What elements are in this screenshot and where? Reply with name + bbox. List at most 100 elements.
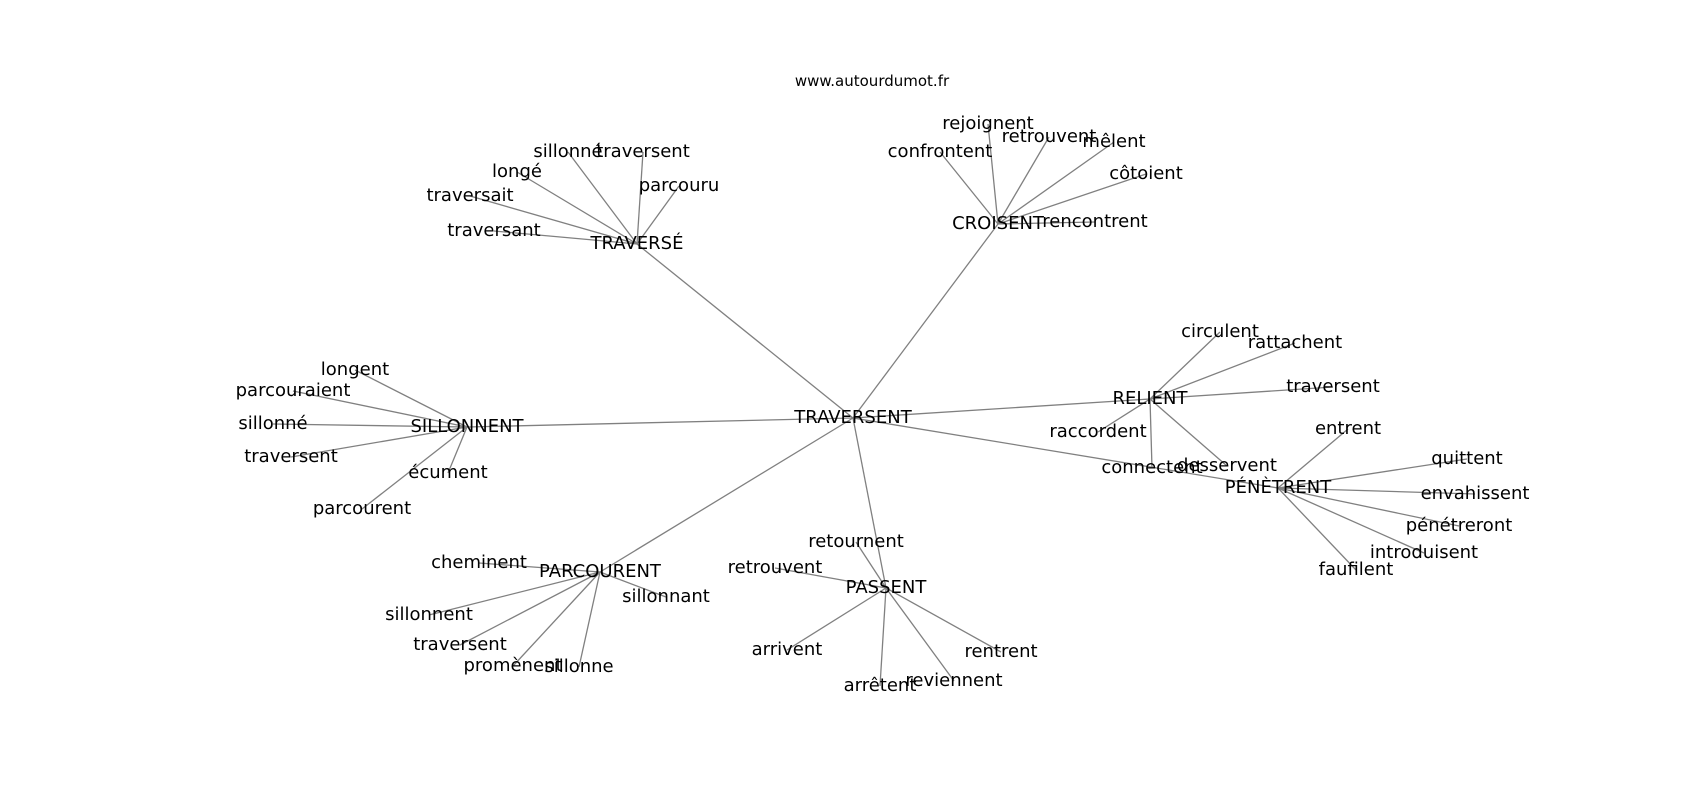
edge-penetrent-quittent	[1277, 458, 1468, 489]
node-leaf-rejoignent[interactable]: rejoignent	[942, 113, 1033, 134]
node-leaf-traversent[interactable]: traversent	[244, 446, 338, 467]
edge-croisent-retrouvent	[997, 136, 1050, 225]
edge-sillonnent-sillonne	[272, 423, 468, 428]
edge-passent-arretent	[879, 587, 887, 687]
edge-penetrent-penetreront	[1277, 487, 1460, 527]
node-center-traversent[interactable]: TRAVERSENT	[793, 407, 912, 428]
edge-parcourent-traversent	[459, 571, 601, 646]
node-leaf-rentrent[interactable]: rentrent	[964, 641, 1037, 662]
edge-center-croisent	[852, 223, 999, 419]
edge-parcourent-sillonnant	[599, 571, 667, 598]
node-leaf-parcouru[interactable]: parcouru	[639, 175, 720, 196]
node-leaf-ecument[interactable]: écument	[408, 462, 487, 483]
edge-parcourent-sillonnent	[428, 571, 601, 616]
node-leaf-confrontent[interactable]: confrontent	[888, 141, 993, 162]
node-leaf-longe[interactable]: longé	[492, 161, 542, 182]
site-watermark: www.autourdumot.fr	[794, 72, 950, 90]
node-hub-penetrent[interactable]: PÉNÈTRENT	[1225, 476, 1332, 498]
edge-traverse-parcouru	[636, 185, 680, 245]
edge-penetrent-entrent	[1277, 428, 1349, 489]
edge-center-parcourent	[599, 417, 854, 573]
edge-traverse-traversent	[636, 151, 644, 245]
node-leaf-retrouvent[interactable]: retrouvent	[1002, 126, 1097, 147]
edge-center-relient	[852, 398, 1151, 419]
node-leaf-retrouvent[interactable]: retrouvent	[728, 557, 823, 578]
edge-parcourent-sillonne	[578, 571, 601, 668]
node-leaf-rencontrent[interactable]: rencontrent	[1042, 211, 1147, 232]
node-leaf-parcouraient[interactable]: parcouraient	[236, 380, 351, 401]
edge-relient-desservent	[1149, 398, 1228, 467]
node-leaf-introduisent[interactable]: introduisent	[1370, 542, 1478, 563]
node-leaf-retournent[interactable]: retournent	[808, 531, 904, 552]
node-leaf-raccordent[interactable]: raccordent	[1049, 421, 1146, 442]
edge-relient-traversent	[1149, 386, 1334, 400]
edge-penetrent-introduisent	[1277, 487, 1425, 554]
node-leaf-desservent[interactable]: desservent	[1177, 455, 1277, 476]
node-leaf-arretent[interactable]: arrêtent	[844, 675, 917, 696]
node-hub-parcourent[interactable]: PARCOURENT	[539, 561, 662, 582]
node-leaf-circulent[interactable]: circulent	[1181, 321, 1259, 342]
edges-layer	[272, 123, 1476, 687]
node-leaf-sillonne[interactable]: sillonne	[544, 656, 613, 677]
edge-croisent-cotoient	[997, 173, 1147, 225]
edge-relient-rattachent	[1149, 342, 1296, 400]
node-leaf-rattachent[interactable]: rattachent	[1248, 332, 1342, 353]
node-leaf-cotoient[interactable]: côtoient	[1109, 163, 1183, 184]
edge-sillonnent-ecument	[447, 426, 468, 474]
edge-croisent-rejoignent	[987, 123, 999, 225]
node-hub-traverse[interactable]: TRAVERSÉ	[590, 232, 684, 254]
node-leaf-traversent[interactable]: traversent	[413, 634, 507, 655]
edge-sillonnent-parcouraient	[292, 390, 468, 428]
node-leaf-sillonne[interactable]: sillonné	[533, 141, 602, 162]
node-leaf-cheminent[interactable]: cheminent	[431, 552, 527, 573]
node-leaf-traversent[interactable]: traversent	[596, 141, 690, 162]
edge-sillonnent-parcourent	[361, 426, 468, 510]
edge-penetrent-faufilent	[1277, 487, 1357, 571]
node-leaf-traversant[interactable]: traversant	[447, 220, 541, 241]
edge-sillonnent-traversent	[290, 426, 468, 458]
node-leaf-sillonne[interactable]: sillonné	[238, 413, 307, 434]
edge-penetrent-envahissent	[1277, 487, 1476, 495]
node-leaf-melent[interactable]: mêlent	[1082, 131, 1145, 152]
node-leaf-parcourent[interactable]: parcourent	[313, 498, 411, 519]
edge-traverse-longe	[516, 171, 638, 245]
node-leaf-traversent[interactable]: traversent	[1286, 376, 1380, 397]
edge-parcourent-promenent	[512, 571, 601, 667]
node-leaf-connectent[interactable]: connectent	[1101, 457, 1202, 478]
edge-passent-retournent	[855, 541, 887, 589]
node-leaf-arrivent[interactable]: arrivent	[752, 639, 823, 660]
edge-traverse-traversait	[469, 195, 638, 245]
node-leaf-entrent[interactable]: entrent	[1315, 418, 1381, 439]
edge-traverse-traversant	[493, 230, 638, 245]
edge-passent-rentrent	[885, 587, 1002, 653]
node-hub-relient[interactable]: RELIENT	[1112, 388, 1188, 409]
node-leaf-reviennent[interactable]: reviennent	[905, 670, 1002, 691]
edge-croisent-rencontrent	[997, 221, 1096, 225]
node-leaf-envahissent[interactable]: envahissent	[1421, 483, 1530, 504]
node-hub-sillonnent[interactable]: SILLONNENT	[410, 416, 524, 437]
node-leaf-promenent[interactable]: promènent	[464, 655, 563, 676]
edge-center-penetrent	[852, 417, 1279, 489]
edge-traverse-sillonne	[567, 151, 638, 245]
node-leaf-quittent[interactable]: quittent	[1431, 448, 1503, 469]
node-leaf-sillonnent[interactable]: sillonnent	[385, 604, 473, 625]
node-leaf-faufilent[interactable]: faufilent	[1319, 559, 1394, 580]
node-leaf-longent[interactable]: longent	[321, 359, 389, 380]
edge-parcourent-cheminent	[478, 562, 601, 573]
edge-croisent-confrontent	[939, 151, 999, 225]
edge-relient-circulent	[1149, 331, 1221, 400]
node-hub-passent[interactable]: PASSENT	[846, 577, 928, 598]
node-leaf-penetreront[interactable]: pénétreront	[1406, 515, 1513, 536]
edge-relient-connectent	[1149, 398, 1153, 469]
edge-relient-raccordent	[1097, 398, 1151, 433]
edge-passent-arrivent	[786, 587, 887, 651]
node-hub-croisent[interactable]: CROISENT	[952, 213, 1045, 234]
node-leaf-sillonnant[interactable]: sillonnant	[622, 586, 710, 607]
edge-center-sillonnent	[466, 417, 854, 428]
edge-center-passent	[852, 417, 887, 589]
edge-passent-retrouvent	[774, 567, 887, 589]
labels-layer: TRAVERSENTTRAVERSÉsillonnétraversentparc…	[236, 113, 1530, 696]
node-leaf-traversait[interactable]: traversait	[426, 185, 513, 206]
edge-sillonnent-longent	[354, 369, 468, 428]
